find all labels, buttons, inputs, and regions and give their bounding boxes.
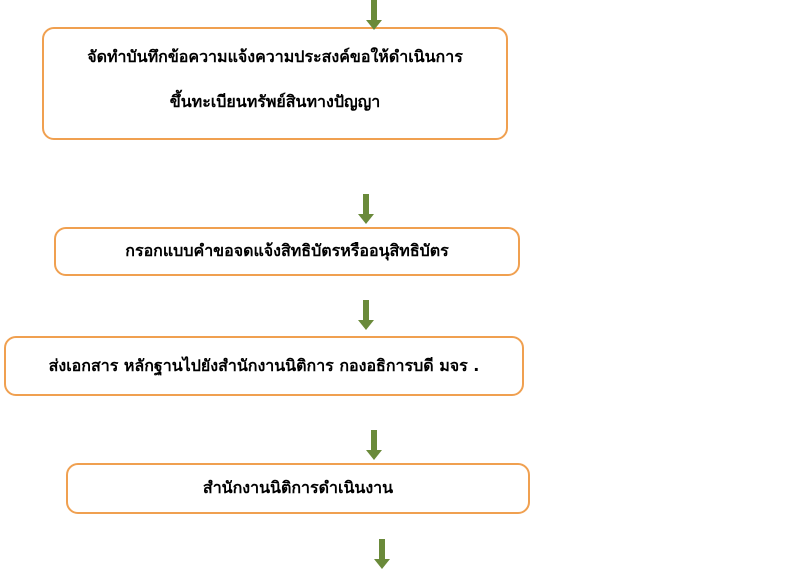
flow-step-4-line-1: สำนักงานนิติการดำเนินงาน (202, 478, 394, 497)
arrow-down-icon (358, 194, 374, 224)
flow-step-1-line-2: ขึ้นทะเบียนทรัพย์สินทางปัญญา (169, 92, 381, 111)
flow-step-2: กรอกแบบคำขอจดแจ้งสิทธิบัตรหรืออนุสิทธิบั… (54, 227, 520, 276)
flow-step-1: จัดทำบันทึกข้อความแจ้งความประสงค์ขอให้ดำ… (42, 27, 508, 140)
flow-step-3-line-1: ส่งเอกสาร หลักฐานไปยังสำนักงานนิติการ กอ… (48, 355, 480, 375)
arrow-down-icon (366, 430, 382, 460)
arrow-down-icon (366, 0, 382, 30)
flow-step-3: ส่งเอกสาร หลักฐานไปยังสำนักงานนิติการ กอ… (4, 336, 524, 396)
flow-step-2-line-1: กรอกแบบคำขอจดแจ้งสิทธิบัตรหรืออนุสิทธิบั… (125, 241, 449, 260)
flow-step-4: สำนักงานนิติการดำเนินงาน (66, 463, 530, 514)
arrow-down-icon (358, 300, 374, 330)
flow-step-1-line-1: จัดทำบันทึกข้อความแจ้งความประสงค์ขอให้ดำ… (87, 47, 463, 66)
arrow-down-icon (374, 539, 390, 569)
